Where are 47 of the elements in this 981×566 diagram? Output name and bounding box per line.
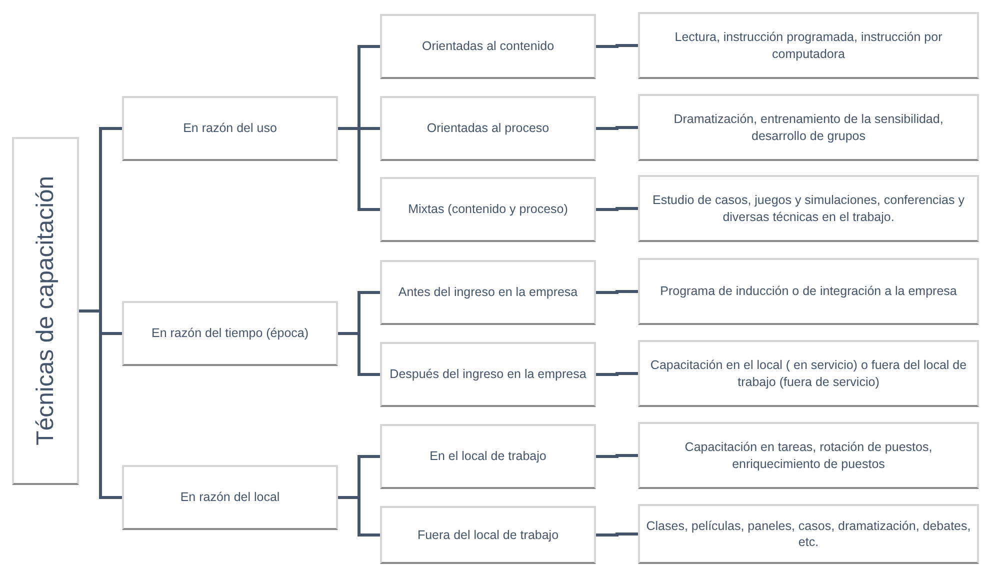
box-label: Orientadas al proceso	[426, 120, 550, 137]
category-box	[122, 96, 338, 161]
category-box	[638, 422, 979, 489]
category-box	[380, 506, 596, 564]
category-box	[380, 177, 596, 242]
category-box	[122, 301, 338, 366]
category-box	[380, 342, 596, 407]
category-box	[122, 465, 338, 530]
category-box	[638, 94, 979, 161]
connector-line	[596, 372, 638, 376]
box-label: Clases, películas, paneles, casos, dramatización, debates, etc.	[646, 518, 971, 550]
box-label: En razón del tiempo (época)	[151, 325, 309, 342]
category-box	[380, 96, 596, 161]
category-box	[638, 340, 979, 407]
box-label: Fuera del local de trabajo	[417, 526, 559, 544]
box-label: Capacitación en el local ( en servicio) o fuera del local de trabajo (fuera de servicio)	[649, 357, 968, 390]
connector-line	[596, 454, 638, 458]
category-box	[638, 175, 979, 242]
box-label: Estudio de casos, juegos y simulaciones, conferencias y diversas técnicas en el trabajo.	[652, 192, 966, 225]
box-label: Orientadas al contenido	[422, 38, 554, 55]
box-label: En razón del uso	[183, 120, 277, 137]
category-box	[638, 12, 979, 79]
category-box	[380, 14, 596, 79]
category-box	[380, 260, 596, 325]
box-label: Dramatización, entrenamiento de la sensibilidad, desarrollo de grupos	[672, 111, 944, 144]
box-label: Técnicas de capacitación	[30, 176, 60, 446]
connector-line	[338, 332, 380, 376]
box-label: Antes del ingreso en la empresa	[398, 284, 578, 301]
root-box	[12, 137, 79, 485]
connector-line	[596, 126, 638, 130]
category-box	[638, 258, 979, 325]
connector-line	[596, 532, 638, 536]
connector-line	[338, 496, 380, 536]
box-label: En razón del local	[180, 489, 280, 506]
category-box	[638, 504, 979, 564]
box-label: Capacitación en tareas, rotación de puestos, enriquecimiento de puestos	[684, 439, 934, 472]
connector-line	[596, 207, 638, 211]
connector-line	[596, 44, 638, 48]
connector-line	[338, 127, 380, 211]
box-label: En el local de trabajo	[430, 448, 546, 465]
box-label: Lectura, instrucción programada, instrucción por computadora	[674, 29, 944, 62]
connector-line	[596, 290, 638, 294]
box-label: Mixtas (contenido y proceso)	[408, 201, 568, 218]
box-label: Después del ingreso en la empresa	[390, 366, 586, 383]
category-box	[380, 424, 596, 489]
connector-line	[79, 310, 122, 499]
box-label: Programa de inducción o de integración a la empresa	[660, 283, 957, 300]
